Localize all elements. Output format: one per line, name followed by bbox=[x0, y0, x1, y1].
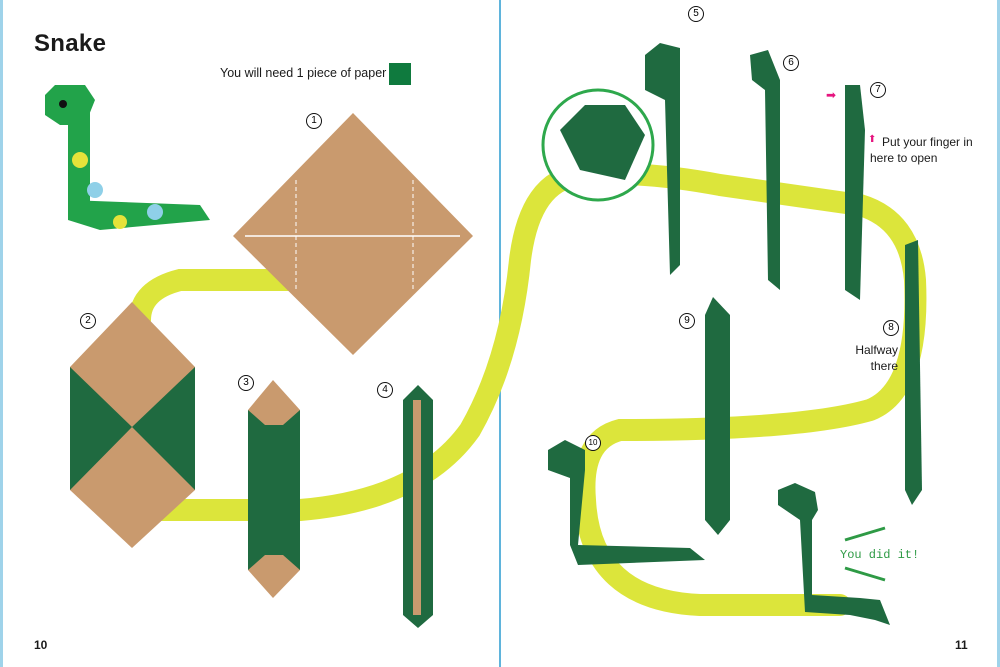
step-1-marker: 1 bbox=[306, 113, 322, 129]
step-9-marker: 9 bbox=[679, 313, 695, 329]
step-3-marker: 3 bbox=[238, 375, 254, 391]
step10-diagram bbox=[548, 440, 705, 565]
step-4-marker: 4 bbox=[377, 382, 393, 398]
page-edge-left bbox=[0, 0, 3, 667]
step7-diagram bbox=[845, 85, 865, 300]
page-edge-right bbox=[997, 0, 1000, 667]
page-number-right: 11 bbox=[955, 638, 968, 652]
pink-arrow-right-icon: ➡ bbox=[826, 88, 837, 102]
step7-note: Put your finger in here to open bbox=[870, 135, 973, 165]
step-7-marker: 7 bbox=[870, 82, 886, 98]
step-2-marker: 2 bbox=[80, 313, 96, 329]
step-6-marker: 6 bbox=[783, 55, 799, 71]
step-5-marker: 5 bbox=[688, 6, 704, 22]
final-snake-diagram bbox=[778, 483, 890, 625]
step9-diagram bbox=[705, 297, 730, 535]
page-title: Snake bbox=[34, 30, 107, 57]
step5-diagram bbox=[645, 43, 680, 275]
finish-note: You did it! bbox=[840, 548, 920, 562]
pink-arrow-up-icon: ⬆ bbox=[868, 134, 877, 145]
step-10-marker: 10 bbox=[585, 435, 601, 451]
materials-note: You will need 1 piece of paper bbox=[220, 66, 387, 80]
finished-snake-image bbox=[45, 85, 210, 230]
step6-diagram bbox=[750, 50, 780, 290]
step1-diagram bbox=[233, 113, 473, 355]
step4-diagram bbox=[403, 385, 433, 628]
step8-diagram bbox=[905, 240, 922, 505]
step3-diagram bbox=[248, 380, 300, 598]
step-8-marker: 8 bbox=[883, 320, 899, 336]
page-number-left: 10 bbox=[34, 638, 48, 652]
step8-note: Halfway there bbox=[855, 343, 898, 373]
paper-swatch bbox=[389, 63, 411, 85]
step2-diagram bbox=[70, 302, 195, 548]
